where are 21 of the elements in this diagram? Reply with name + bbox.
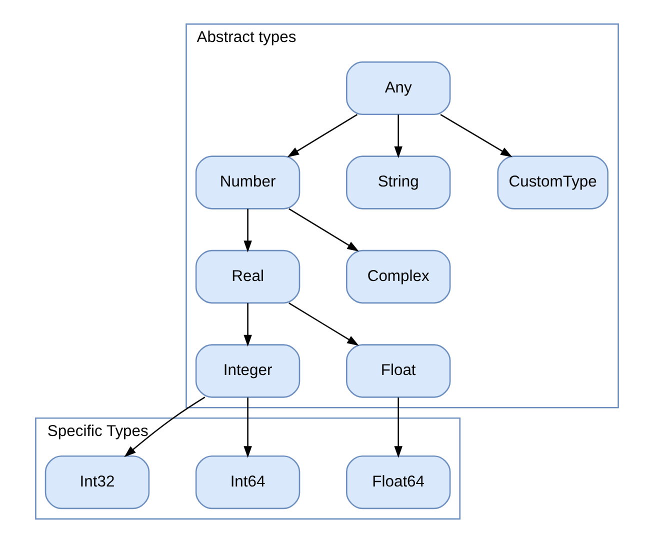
arrow (124, 396, 206, 458)
arrow (440, 114, 512, 158)
node-box: Real (195, 250, 300, 304)
node-box: Float64 (346, 455, 451, 510)
node-box: Float (346, 344, 451, 398)
node-box: CustomType (497, 156, 608, 210)
node-box: Int32 (44, 455, 150, 510)
node-box: Complex (346, 250, 451, 304)
node-box: Number (195, 156, 300, 210)
node-box: Any (346, 61, 451, 116)
arrow (288, 302, 359, 346)
arrow (244, 398, 252, 458)
arrow (244, 208, 252, 252)
arrow (394, 398, 402, 458)
arrow (394, 114, 402, 158)
arrow (288, 208, 359, 252)
node-box: Integer (195, 344, 300, 398)
arrow (244, 303, 252, 347)
arrow (287, 114, 358, 158)
node-box: String (346, 156, 451, 210)
node-box: Int64 (195, 455, 300, 510)
